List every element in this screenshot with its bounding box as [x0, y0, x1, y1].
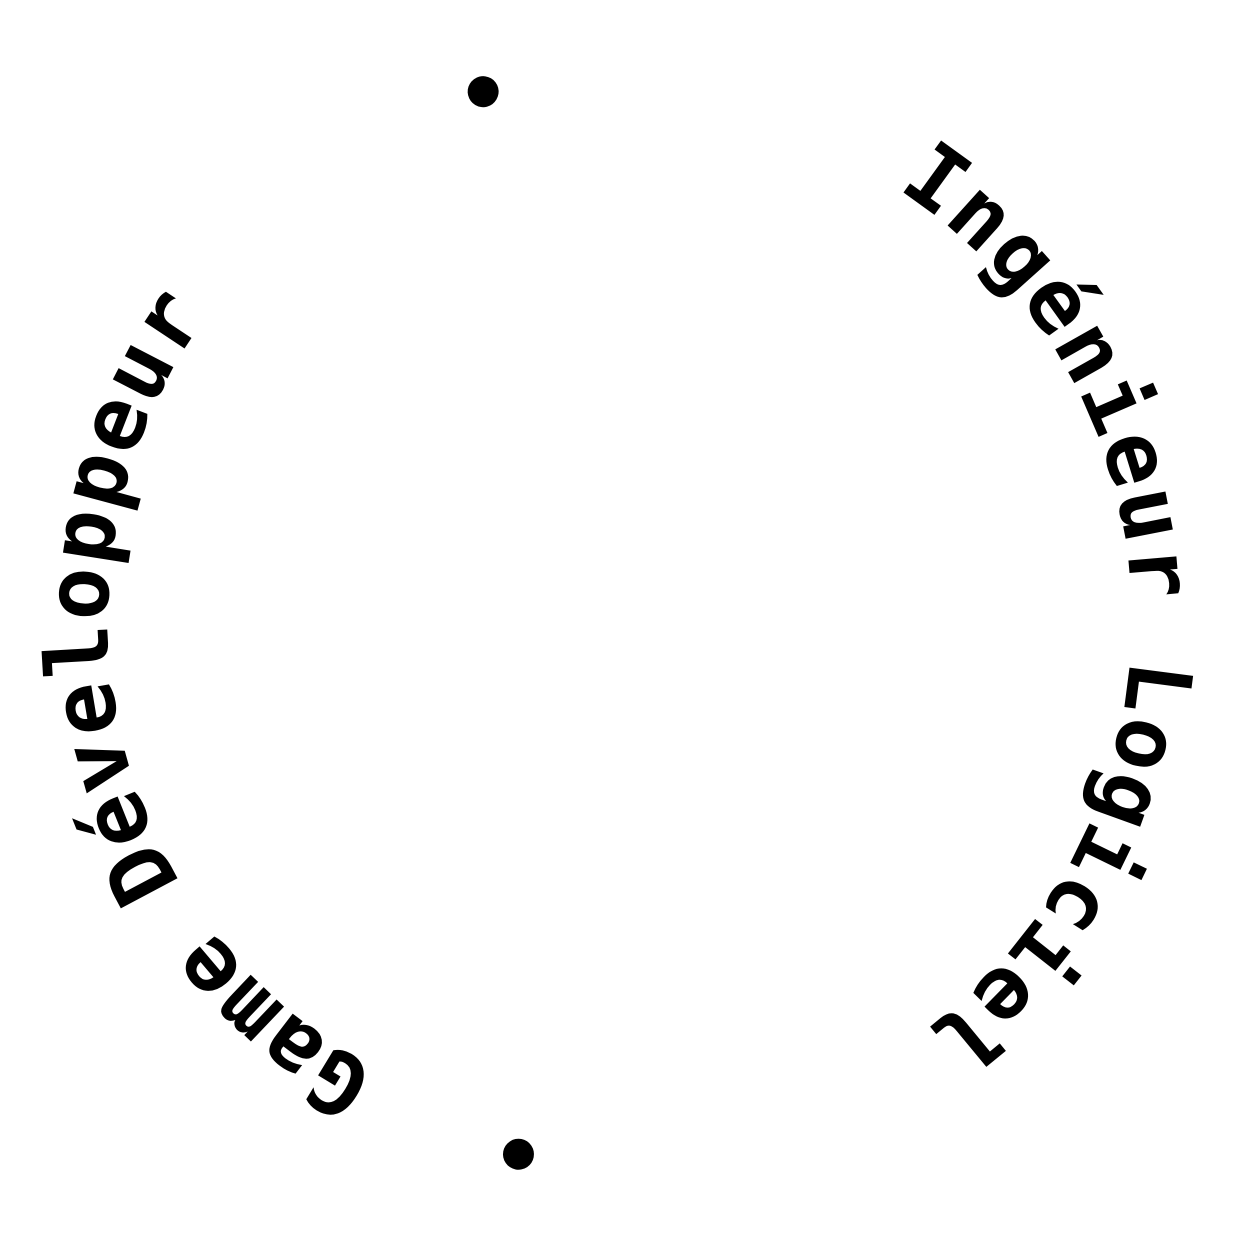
badge-ring-text-4: •: [481, 1096, 554, 1207]
separator-dot-left: •: [481, 1096, 552, 1207]
badge-ring-text-3: Ingénieur Logiciel: [885, 122, 1214, 1095]
segment-game-developpeur: Game Développeur: [25, 268, 386, 1141]
badge-ring-text-2: •: [445, 37, 524, 150]
separator-dot-right: •: [445, 37, 522, 150]
segment-ingenieur-logiciel: Ingénieur Logiciel: [885, 122, 1212, 1095]
badge-ring-text: Game Développeur: [25, 268, 388, 1141]
